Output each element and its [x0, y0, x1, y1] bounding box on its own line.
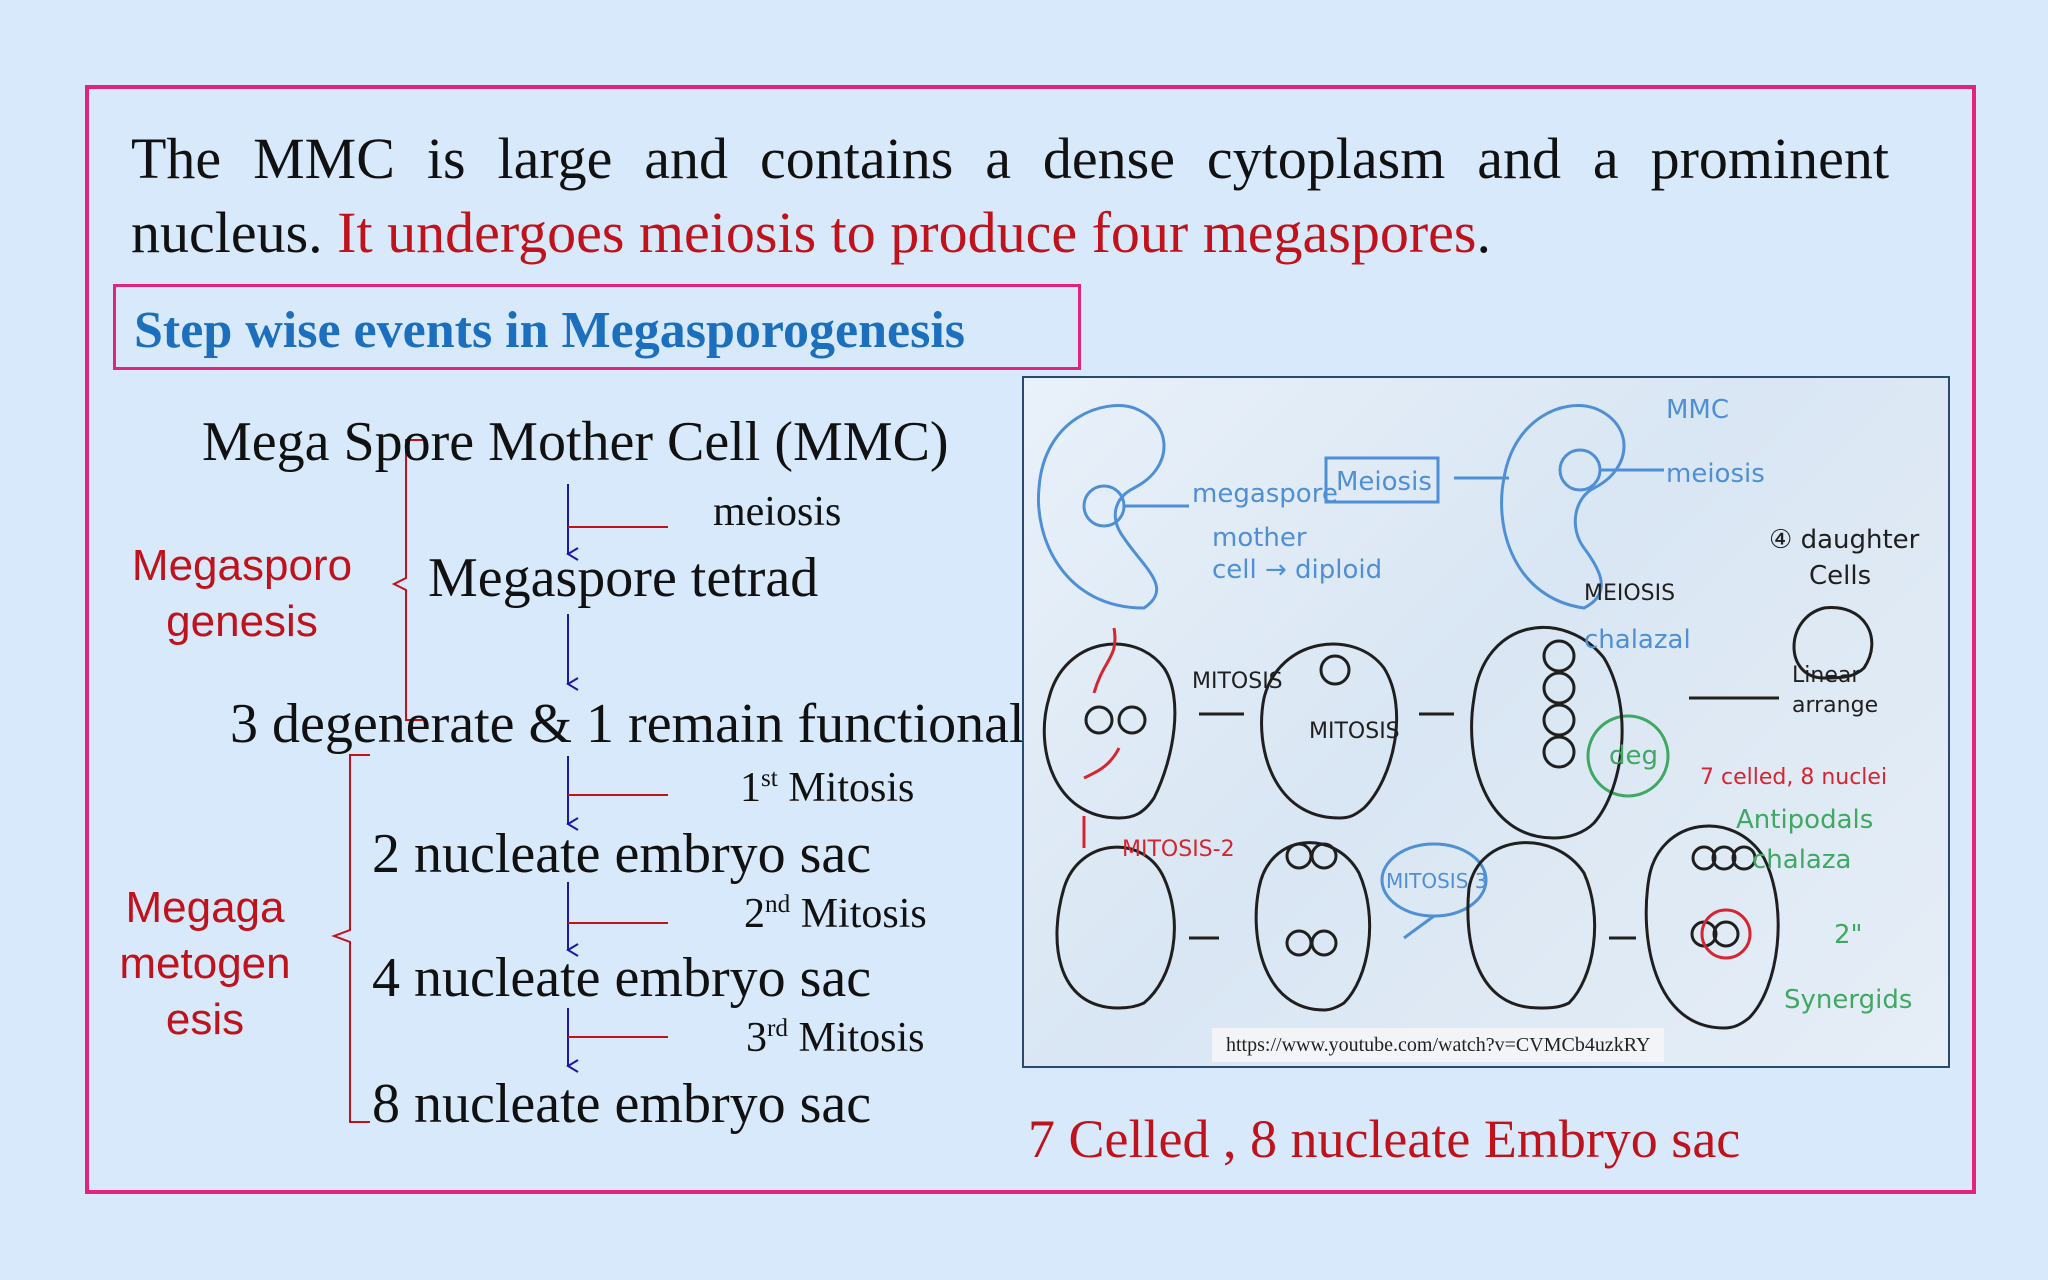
note-mmc: MMC [1666, 395, 1729, 425]
note-arrange: arrange [1792, 693, 1878, 718]
bracket-megasporogenesis [391, 439, 424, 721]
note-meiosis-caps: MEIOSIS [1584, 581, 1675, 606]
flow-mitosis2: 2nd Mitosis [744, 890, 927, 938]
ovule-tetrad [1470, 626, 1624, 840]
ovule-functional [1260, 642, 1399, 820]
note-chalazal: chalazal [1584, 625, 1691, 655]
intro-red-text: It undergoes meiosis to produce four meg… [337, 200, 1477, 265]
slide-frame [85, 85, 1976, 1194]
ovule-mmc-right [1500, 404, 1626, 610]
note-antipodals: Antipodals [1736, 805, 1873, 835]
ovule-mmc-left [1036, 404, 1166, 610]
note-chalaza: chalaza [1752, 845, 1851, 875]
intro-paragraph: The MMC is large and contains a dense cy… [131, 122, 1889, 270]
note-four-daughter: ④ daughter [1769, 525, 1920, 555]
note-deg: deg [1609, 741, 1658, 771]
note-linear: Linear [1792, 663, 1861, 688]
ovule-mitosis2 [1055, 845, 1176, 1010]
mitosis2-word: Mitosis [800, 891, 927, 937]
label-megasporogenesis: Megasporo genesis [112, 538, 372, 650]
megasporogenesis-line2: genesis [166, 597, 318, 646]
note-cells: Cells [1809, 561, 1871, 591]
megagametogenesis-line2: metogen [119, 939, 291, 988]
mmc-nucleus-right [1558, 448, 1602, 492]
note-mother: mother [1212, 523, 1307, 553]
note-megaspore: megaspore [1192, 479, 1338, 509]
mitosis2-sup: nd [765, 891, 791, 918]
ovule-four-nucleate [1254, 841, 1372, 1012]
label-megagametogenesis: Megaga metogen esis [100, 880, 310, 1048]
bracket-megagametogenesis [331, 754, 370, 1123]
mitosis1-sup: st [761, 765, 778, 792]
step-title: Step wise events in Megasporogenesis [134, 302, 966, 359]
mitosis3-sup: rd [767, 1015, 788, 1042]
note-mitosis-a: MITOSIS [1192, 669, 1283, 694]
note-meiosis-side: meiosis [1666, 459, 1765, 489]
note-seven-celled: 7 celled, 8 nuclei [1700, 765, 1887, 790]
flow-2-nucleate: 2 nucleate embryo sac [372, 823, 872, 885]
intro-black-text: The MMC is large and contains a dense cy… [131, 126, 1889, 265]
embryo-sac-caption: 7 Celled , 8 nucleate Embryo sac [1028, 1109, 1741, 1169]
ovule-two-nucleate [1042, 642, 1177, 820]
note-mitosis2: MITOSIS-2 [1122, 837, 1235, 862]
megasporogenesis-line1: Megasporo [131, 541, 353, 590]
mitosis1-word: Mitosis [788, 765, 915, 811]
mitosis1-num: 1 [740, 765, 761, 811]
flow-tetrad: Megaspore tetrad [428, 547, 819, 609]
ovule-linear [1792, 606, 1874, 680]
ovule-final-embryo-sac [1644, 824, 1780, 1030]
megagametogenesis-line3: esis [165, 995, 245, 1044]
megagametogenesis-line1: Megaga [125, 883, 285, 932]
note-cell-diploid: cell → diploid [1212, 555, 1382, 585]
mitosis2-num: 2 [744, 891, 765, 937]
flow-mitosis3: 3rd Mitosis [746, 1014, 925, 1062]
mitosis3-word: Mitosis [798, 1015, 925, 1061]
whiteboard-sketch-image: megaspore Meiosis mother cell → diploid … [1022, 376, 1950, 1068]
note-synergids: Synergids [1784, 985, 1912, 1015]
note-mitosis3: MITOSIS 3 [1386, 869, 1487, 893]
flow-degenerate: 3 degenerate & 1 remain functional [230, 693, 1025, 755]
intro-period: . [1476, 200, 1492, 265]
flow-8-nucleate: 8 nucleate embryo sac [372, 1073, 872, 1135]
mitosis3-num: 3 [746, 1015, 767, 1061]
deg-circle [1586, 714, 1670, 798]
ovule-eight-nucleate [1466, 841, 1597, 1010]
flow-mmc: Mega Spore Mother Cell (MMC) [202, 411, 949, 473]
flow-mitosis1: 1st Mitosis [740, 764, 914, 812]
meiosis-box [1324, 456, 1440, 504]
flow-4-nucleate: 4 nucleate embryo sac [372, 947, 872, 1009]
step-title-box: Step wise events in Megasporogenesis [113, 284, 1081, 370]
note-two-quote: 2" [1834, 920, 1863, 950]
video-url[interactable]: https://www.youtube.com/watch?v=CVMCb4uz… [1212, 1028, 1665, 1062]
note-meiosis-box: Meiosis [1336, 467, 1432, 497]
flow-meiosis-label: meiosis [713, 489, 842, 535]
whiteboard-sketch: megaspore Meiosis mother cell → diploid … [1036, 395, 1920, 1030]
note-mitosis-b: MITOSIS [1309, 719, 1400, 744]
